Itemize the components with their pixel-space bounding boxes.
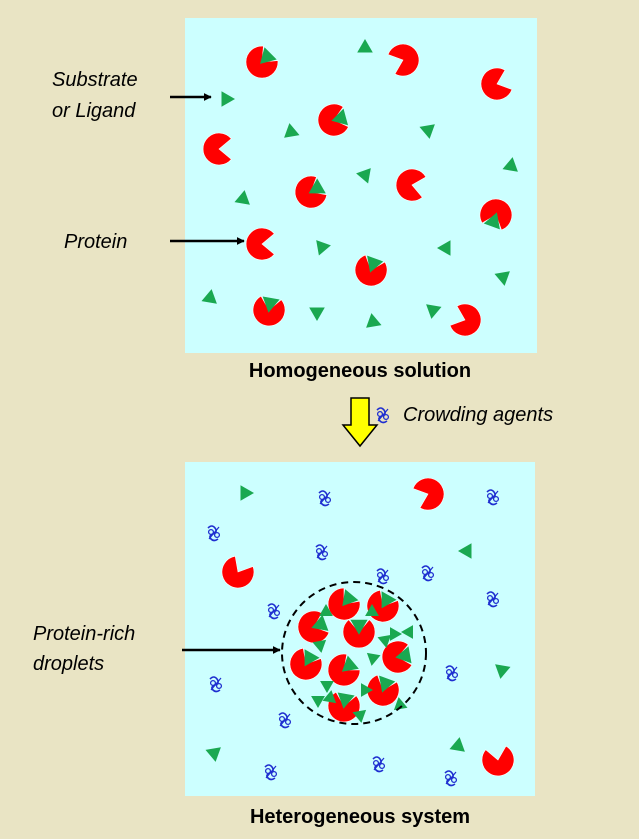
protein-icon [449, 303, 482, 337]
protein-icon [481, 745, 515, 777]
triangle-ligand-icon [205, 747, 221, 762]
homogeneous-caption: Homogeneous solution [249, 360, 471, 382]
triangle-ligand-icon [309, 307, 325, 321]
protein-icon [327, 587, 361, 621]
triangle-ligand-icon [419, 124, 435, 139]
triangle-ligand-icon [502, 157, 518, 172]
triangle-ligand-icon [284, 123, 300, 138]
triangle-ligand-icon [331, 108, 348, 126]
triangle-ligand-icon [357, 39, 373, 53]
triangle-ligand-icon [356, 168, 371, 184]
triangle-ligand-icon [426, 304, 442, 319]
triangle-ligand-icon [320, 681, 334, 693]
coil-crowding-agent-icon [421, 565, 435, 582]
coil-crowding-agent-icon [267, 603, 281, 620]
protein-icon [202, 132, 232, 166]
coil-crowding-agent-icon [264, 764, 278, 781]
triangle-ligand-icon [350, 619, 368, 635]
triangle-ligand-icon [361, 683, 373, 697]
substrate-label-line2: or Ligand [52, 100, 136, 122]
down-arrow-icon [341, 397, 379, 448]
coil-crowding-agent-icon [445, 665, 459, 682]
coil-crowding-agent-icon [376, 407, 390, 424]
protein-icon [327, 653, 361, 687]
triangle-ligand-icon [201, 289, 217, 304]
protein-label: Protein [64, 231, 127, 253]
triangle-ligand-icon [311, 614, 329, 631]
triangle-ligand-icon [401, 625, 413, 639]
triangle-ligand-icon [234, 190, 250, 205]
protein-icon [480, 67, 513, 101]
coil-crowding-agent-icon [444, 770, 458, 787]
triangle-ligand-icon [221, 91, 235, 107]
coil-crowding-agent-icon [315, 544, 329, 561]
droplet-label-line1: Protein-rich [33, 623, 135, 645]
coil-crowding-agent-icon [372, 756, 386, 773]
substrate-label-line1: Substrate [52, 69, 138, 91]
protein-icon [245, 227, 275, 261]
triangle-ligand-icon [341, 655, 359, 672]
triangle-ligand-icon [495, 664, 511, 679]
crowding-agents-label: Crowding agents [403, 404, 553, 426]
homogeneous-particles [201, 39, 518, 337]
coil-crowding-agent-icon [318, 490, 332, 507]
triangle-ligand-icon [337, 692, 355, 709]
protein-icon [412, 477, 445, 511]
triangle-ligand-icon [377, 634, 392, 648]
triangle-ligand-icon [308, 178, 326, 194]
triangle-ligand-icon [260, 47, 277, 64]
coil-crowding-agent-icon [209, 676, 223, 693]
triangle-ligand-icon [395, 646, 412, 664]
triangle-ligand-icon [494, 271, 510, 286]
triangle-ligand-icon [390, 627, 402, 641]
protein-icon [221, 555, 255, 589]
triangle-ligand-icon [262, 296, 280, 313]
triangle-ligand-icon [393, 697, 408, 711]
triangle-ligand-icon [240, 485, 254, 501]
triangle-ligand-icon [483, 212, 500, 230]
protein-icon [395, 168, 427, 202]
coil-crowding-agent-icon [207, 525, 221, 542]
droplet-boundary [281, 581, 427, 725]
coil-crowding-agent-icon [486, 591, 500, 608]
heterogeneous-particles [205, 477, 515, 787]
triangle-ligand-icon [352, 709, 367, 723]
triangle-ligand-icon [316, 240, 331, 256]
droplet-label-line2: droplets [33, 653, 104, 675]
triangle-ligand-icon [381, 591, 397, 609]
coil-crowding-agent-icon [376, 407, 390, 424]
triangle-ligand-icon [322, 690, 337, 704]
triangle-ligand-icon [437, 240, 451, 256]
coil-crowding-agent-icon [376, 568, 390, 585]
triangle-ligand-icon [366, 652, 381, 666]
triangle-ligand-icon [365, 604, 379, 616]
triangle-ligand-icon [342, 589, 359, 607]
coil-crowding-agent-icon [278, 712, 292, 729]
triangle-ligand-icon [366, 313, 382, 328]
heterogeneous-caption: Heterogeneous system [250, 806, 470, 828]
triangle-ligand-icon [319, 604, 333, 616]
homogeneous-panel [185, 18, 537, 353]
protein-icon [387, 43, 420, 77]
coil-crowding-agent-icon [486, 489, 500, 506]
triangle-ligand-icon [379, 675, 396, 693]
triangle-ligand-icon [312, 639, 327, 653]
triangle-ligand-icon [304, 649, 320, 667]
triangle-ligand-icon [458, 543, 472, 559]
triangle-ligand-icon [449, 737, 465, 752]
triangle-ligand-icon [311, 696, 325, 708]
triangle-ligand-icon [367, 255, 384, 273]
